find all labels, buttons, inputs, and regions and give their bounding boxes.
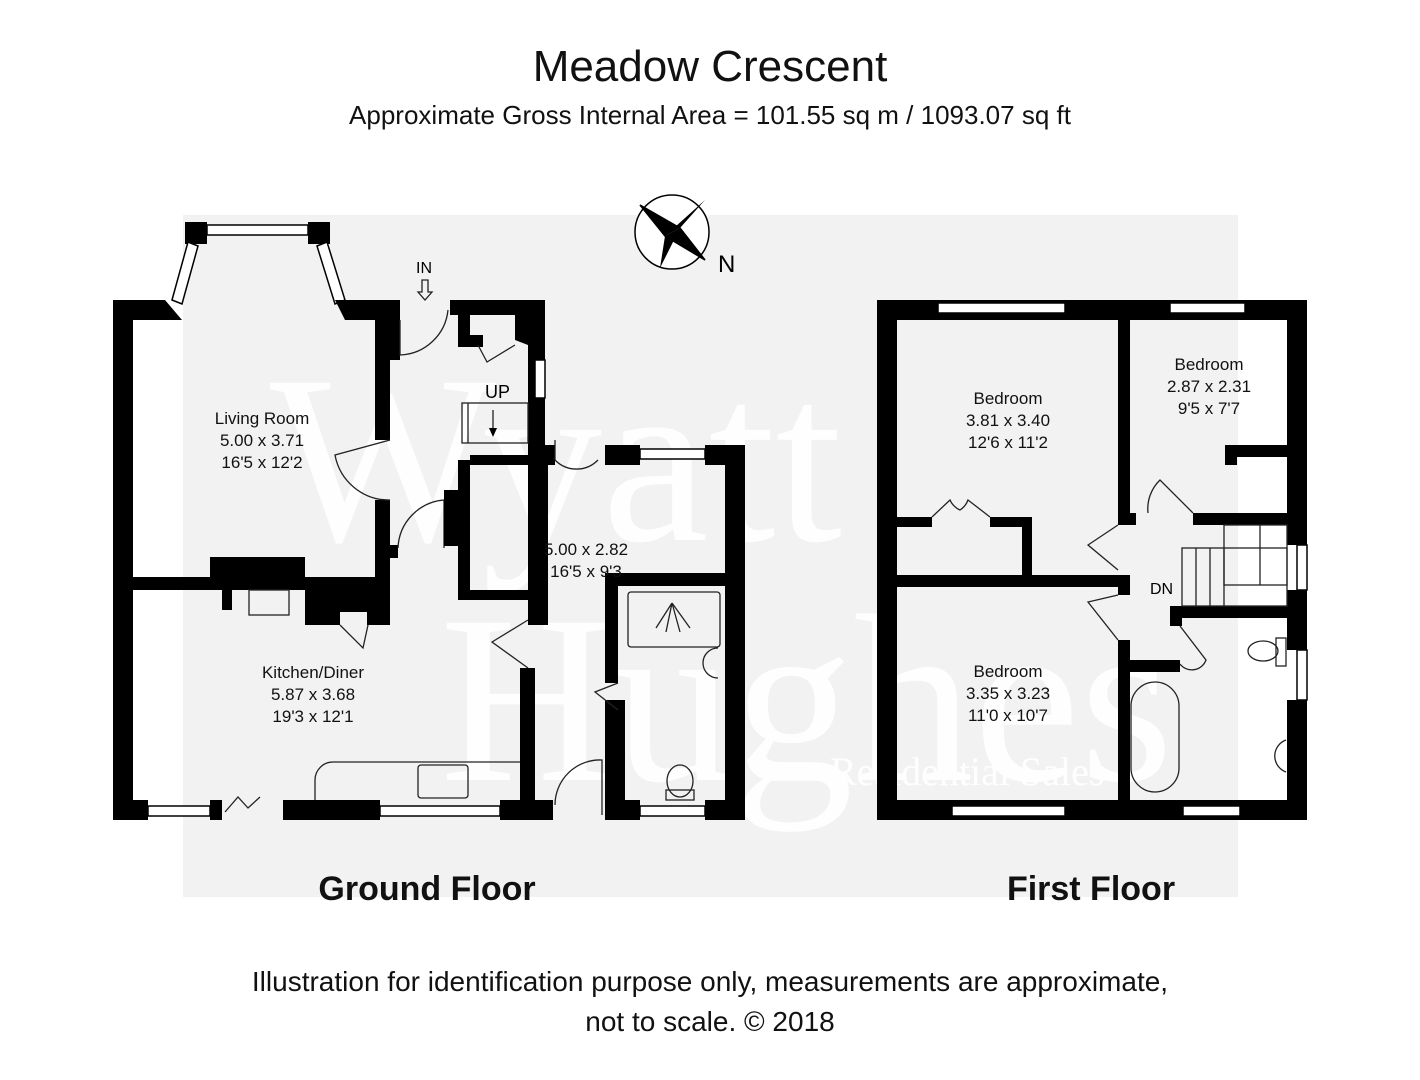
svg-text:Bedroom: Bedroom — [1175, 355, 1244, 374]
svg-text:5.87 x 3.68: 5.87 x 3.68 — [271, 685, 355, 704]
disclaimer-line-2: not to scale. © 2018 — [585, 1006, 835, 1037]
gross-area: Approximate Gross Internal Area = 101.55… — [349, 100, 1071, 130]
plan-title: Meadow Crescent — [532, 42, 888, 91]
svg-text:5.00 x 3.71: 5.00 x 3.71 — [220, 431, 304, 450]
svg-text:Living Room: Living Room — [215, 409, 310, 428]
compass-north-label: N — [718, 251, 735, 278]
svg-text:Wyatt: Wyatt — [270, 326, 842, 592]
svg-text:11'0 x 10'7: 11'0 x 10'7 — [968, 706, 1048, 725]
svg-text:Residential Sales: Residential Sales — [830, 749, 1104, 794]
ground-stairs-label: UP — [485, 382, 510, 402]
entry-label: IN — [416, 260, 432, 277]
room-living-room: Living Room 5.00 x 3.71 16'5 x 12'2 — [215, 409, 310, 472]
svg-text:16'5 x 9'3: 16'5 x 9'3 — [550, 562, 622, 581]
plan-background — [183, 215, 1238, 897]
first-floor-plan: DN — [877, 300, 1308, 820]
ground-floor-label: Ground Floor — [318, 870, 535, 908]
svg-text:5.00 x 2.82: 5.00 x 2.82 — [544, 540, 628, 559]
svg-text:16'5 x 12'2: 16'5 x 12'2 — [221, 453, 302, 472]
svg-text:12'6 x 11'2: 12'6 x 11'2 — [968, 433, 1048, 452]
disclaimer-line-1: Illustration for identification purpose … — [251, 966, 1169, 997]
compass-icon: N — [634, 194, 735, 278]
svg-text:2.87 x 2.31: 2.87 x 2.31 — [1167, 377, 1251, 396]
ground-floor-plan: UP IN — [113, 222, 745, 820]
svg-text:Kitchen/Diner: Kitchen/Diner — [262, 663, 364, 682]
room-utility: 5.00 x 2.82 16'5 x 9'3 — [544, 540, 628, 581]
disclaimer: Illustration for identification purpose … — [0, 962, 1420, 1042]
room-kitchen-diner: Kitchen/Diner 5.87 x 3.68 19'3 x 12'1 — [262, 663, 364, 726]
svg-text:3.81 x 3.40: 3.81 x 3.40 — [966, 411, 1050, 430]
first-stairs-label: DN — [1150, 581, 1173, 598]
svg-text:3.35 x 3.23: 3.35 x 3.23 — [966, 684, 1050, 703]
watermark: Wyatt Hughes Residential Sales — [270, 326, 1173, 832]
room-bedroom-3: Bedroom 3.35 x 3.23 11'0 x 10'7 — [966, 662, 1050, 725]
first-floor-label: First Floor — [1007, 870, 1175, 908]
svg-text:Hughes: Hughes — [440, 566, 1173, 832]
svg-text:19'3 x 12'1: 19'3 x 12'1 — [272, 707, 353, 726]
room-bedroom-1: Bedroom 3.81 x 3.40 12'6 x 11'2 — [966, 389, 1050, 452]
room-bedroom-2: Bedroom 2.87 x 2.31 9'5 x 7'7 — [1167, 355, 1251, 418]
svg-text:9'5 x 7'7: 9'5 x 7'7 — [1178, 399, 1240, 418]
svg-text:Bedroom: Bedroom — [974, 662, 1043, 681]
svg-text:Bedroom: Bedroom — [974, 389, 1043, 408]
